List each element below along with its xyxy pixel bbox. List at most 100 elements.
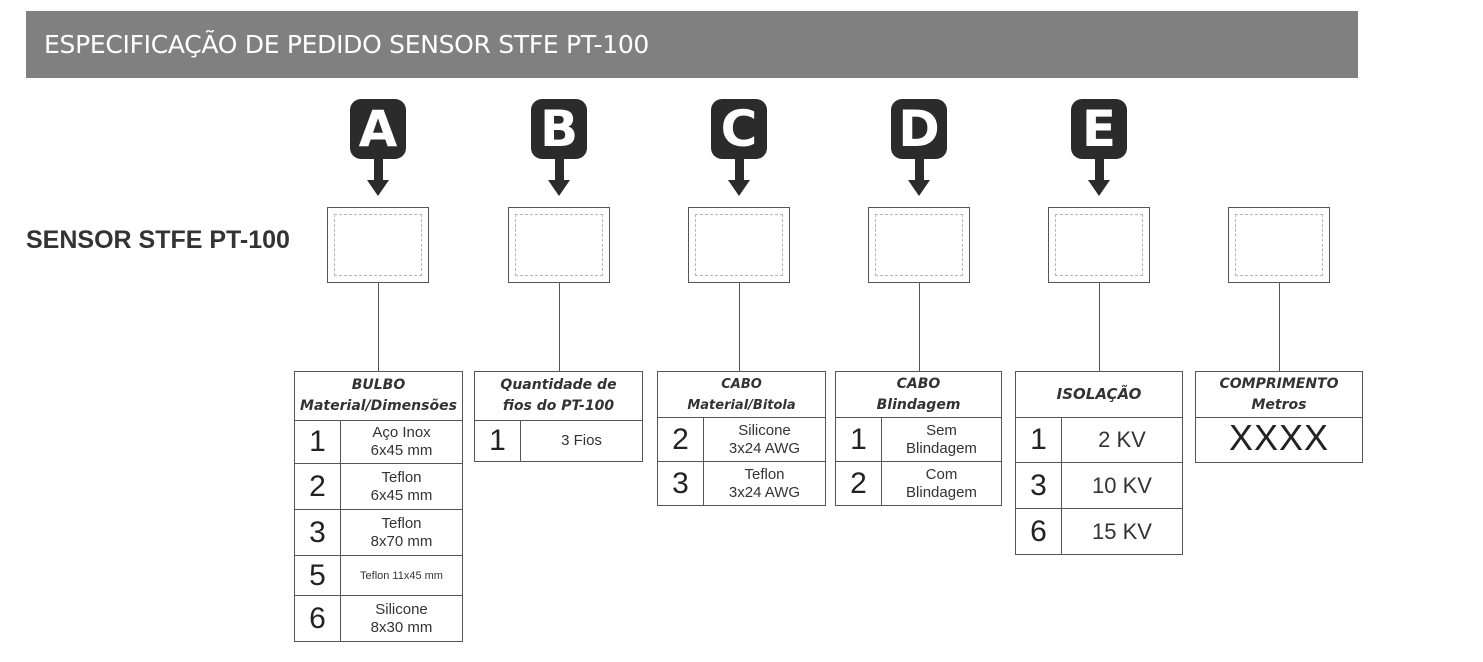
option-desc: Sem bbox=[926, 421, 957, 439]
table-row: 5 Teflon 11x45 mm bbox=[295, 556, 462, 596]
option-code: 2 bbox=[836, 462, 882, 505]
connector-b bbox=[559, 283, 560, 371]
badge-e: E bbox=[1071, 99, 1127, 159]
arrow-d-icon bbox=[908, 180, 930, 196]
table-bulbo-header: BULBO Material/Dimensões bbox=[295, 372, 462, 421]
connector-d bbox=[919, 283, 920, 371]
badge-b: B bbox=[531, 99, 587, 159]
slot-e bbox=[1048, 207, 1150, 283]
connector-e bbox=[1099, 283, 1100, 371]
arrow-e-stem bbox=[1095, 159, 1104, 180]
option-code: 3 bbox=[658, 462, 704, 505]
option-desc: 15 KV bbox=[1092, 518, 1152, 544]
table-comprimento-header: COMPRIMENTO Metros bbox=[1196, 372, 1362, 418]
table-row: 3 10 KV bbox=[1016, 463, 1182, 509]
table-fios-header: Quantidade de fios do PT-100 bbox=[475, 372, 642, 421]
badge-a: A bbox=[350, 99, 406, 159]
table-comprimento-title: COMPRIMENTO bbox=[1219, 375, 1339, 392]
table-fios-title: Quantidade de bbox=[500, 377, 617, 393]
table-isolacao-title: ISOLAÇÃO bbox=[1056, 385, 1142, 403]
option-desc: 6x45 mm bbox=[370, 442, 433, 459]
option-code: 5 bbox=[295, 556, 341, 595]
option-code: 6 bbox=[295, 596, 341, 641]
connector-a bbox=[378, 283, 379, 371]
table-cabo-material-title: CABO bbox=[721, 376, 762, 392]
option-code: 3 bbox=[1016, 463, 1062, 508]
option-code: 1 bbox=[1016, 418, 1062, 462]
option-code: 3 bbox=[295, 510, 341, 555]
option-desc: Teflon bbox=[381, 468, 422, 486]
arrow-d-stem bbox=[915, 159, 924, 180]
option-desc: Teflon bbox=[744, 465, 785, 483]
option-desc: 8x30 mm bbox=[370, 618, 433, 636]
option-code: 1 bbox=[475, 421, 521, 461]
table-cabo-blindagem-title: CABO bbox=[896, 375, 941, 392]
table-cabo-material-subtitle: Material/Bitola bbox=[687, 397, 796, 413]
option-desc: 3 Fios bbox=[561, 432, 602, 449]
table-isolacao: ISOLAÇÃO 1 2 KV 3 10 KV 6 15 KV bbox=[1015, 371, 1183, 555]
arrow-b-stem bbox=[555, 159, 564, 180]
option-desc: Blindagem bbox=[906, 483, 977, 501]
option-desc: Blindagem bbox=[906, 439, 977, 457]
table-bulbo-title: BULBO bbox=[351, 377, 406, 393]
table-cabo-material-header: CABO Material/Bitola bbox=[658, 372, 825, 418]
table-fios-subtitle: fios do PT-100 bbox=[502, 398, 615, 414]
arrow-e-icon bbox=[1088, 180, 1110, 196]
arrow-a-icon bbox=[367, 180, 389, 196]
comprimento-value: XXXX bbox=[1228, 417, 1330, 458]
table-row: 1 3 Fios bbox=[475, 421, 642, 461]
option-code: 6 bbox=[1016, 509, 1062, 554]
table-bulbo-subtitle: Material/Dimensões bbox=[300, 398, 457, 414]
table-comprimento-subtitle: Metros bbox=[1251, 396, 1307, 413]
header-bar: ESPECIFICAÇÃO DE PEDIDO SENSOR STFE PT-1… bbox=[26, 11, 1358, 78]
option-desc: Teflon 11x45 mm bbox=[360, 569, 443, 582]
arrow-b-icon bbox=[548, 180, 570, 196]
table-isolacao-header: ISOLAÇÃO bbox=[1016, 372, 1182, 418]
connector-c bbox=[739, 283, 740, 371]
slot-c bbox=[688, 207, 790, 283]
table-comprimento: COMPRIMENTO Metros XXXX bbox=[1195, 371, 1363, 463]
arrow-c-icon bbox=[728, 180, 750, 196]
option-desc: Silicone bbox=[375, 600, 428, 618]
option-desc: 8x70 mm bbox=[370, 532, 433, 550]
table-row: 1 2 KV bbox=[1016, 418, 1182, 463]
option-desc: Teflon bbox=[381, 514, 422, 532]
arrow-a-stem bbox=[374, 159, 383, 180]
table-fios: Quantidade de fios do PT-100 1 3 Fios bbox=[474, 371, 643, 462]
table-cabo-blindagem-header: CABO Blindagem bbox=[836, 372, 1001, 418]
option-code: 1 bbox=[295, 421, 341, 463]
badge-d: D bbox=[891, 99, 947, 159]
option-desc: Aço Inox bbox=[372, 424, 431, 441]
option-desc: 10 KV bbox=[1092, 472, 1152, 498]
option-code: 1 bbox=[836, 418, 882, 461]
option-desc: Silicone bbox=[738, 421, 791, 439]
slot-d bbox=[868, 207, 970, 283]
product-label: SENSOR STFE PT-100 bbox=[26, 226, 290, 254]
slot-comprimento bbox=[1228, 207, 1330, 283]
slot-b bbox=[508, 207, 610, 283]
badge-c: C bbox=[711, 99, 767, 159]
table-cabo-blindagem-subtitle: Blindagem bbox=[876, 396, 961, 413]
slot-a bbox=[327, 207, 429, 283]
connector-comprimento bbox=[1279, 283, 1280, 371]
option-desc: 2 KV bbox=[1098, 427, 1146, 452]
option-desc: 3x24 AWG bbox=[728, 439, 801, 457]
option-desc: Com bbox=[925, 465, 958, 483]
option-code: 2 bbox=[658, 418, 704, 461]
table-row: 6 15 KV bbox=[1016, 509, 1182, 554]
option-desc: 3x24 AWG bbox=[728, 483, 801, 501]
arrow-c-stem bbox=[735, 159, 744, 180]
option-desc: 6x45 mm bbox=[370, 486, 433, 504]
option-code: 2 bbox=[295, 464, 341, 509]
